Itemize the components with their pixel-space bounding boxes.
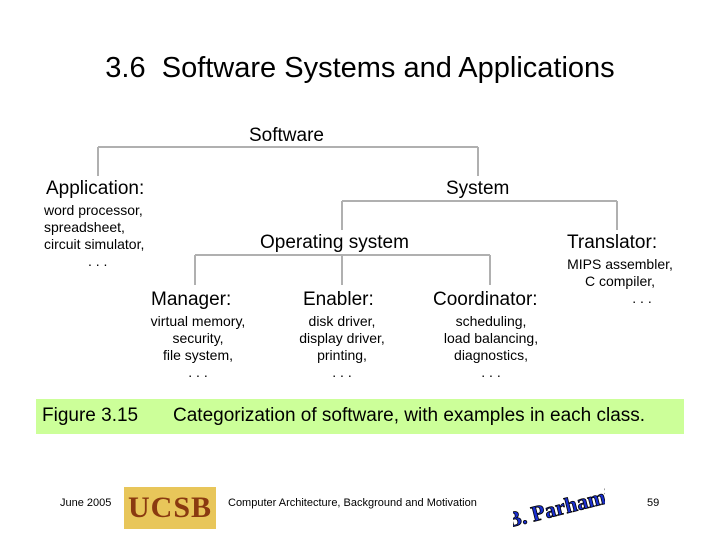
example-item: display driver, xyxy=(299,330,385,346)
example-item: . . . xyxy=(332,364,352,380)
example-item: load balancing, xyxy=(443,330,539,346)
example-item: disk driver, xyxy=(308,313,376,329)
footer-date: June 2005 xyxy=(60,497,112,509)
ucsb-logo: UCSB xyxy=(124,487,216,529)
node-manager-examples: virtual memory, security, file system, .… xyxy=(138,313,258,381)
page-number: 59 xyxy=(647,497,660,509)
example-item: . . . xyxy=(88,253,108,269)
figure-number: Figure 3.15 xyxy=(42,405,139,426)
node-translator-examples: MIPS assembler, C compiler, . . . xyxy=(552,256,688,307)
example-item: . . . xyxy=(481,364,501,380)
author-logo-text: B. Parhami xyxy=(513,487,605,529)
node-operating-system: Operating system xyxy=(260,232,409,253)
node-system: System xyxy=(446,178,510,199)
example-item: diagnostics, xyxy=(454,347,528,363)
slide-title: 3.6 Software Systems and Applications xyxy=(105,52,615,84)
node-enabler-examples: disk driver, display driver, printing, .… xyxy=(284,313,400,381)
example-item: word processor, xyxy=(44,202,143,218)
node-software: Software xyxy=(249,125,324,146)
figure-caption: Categorization of software, with example… xyxy=(173,405,646,426)
ucsb-logo-text: UCSB xyxy=(127,491,213,524)
node-translator-title: Translator: xyxy=(567,232,658,253)
tree-connectors xyxy=(97,146,618,285)
example-item: circuit simulator, xyxy=(44,236,145,252)
node-coordinator-examples: scheduling, load balancing, diagnostics,… xyxy=(430,313,552,381)
node-coordinator-title: Coordinator: xyxy=(433,289,538,310)
example-item: printing, xyxy=(317,347,367,363)
example-item: C compiler, xyxy=(584,273,656,289)
node-enabler-title: Enabler: xyxy=(303,289,374,310)
example-item: security, xyxy=(172,330,224,346)
example-item: spreadsheet, xyxy=(44,219,125,235)
example-item: virtual memory, xyxy=(150,313,246,329)
caption-bar xyxy=(36,399,684,434)
example-item: scheduling, xyxy=(455,313,527,329)
node-application-examples: word processor, spreadsheet, circuit sim… xyxy=(44,202,164,270)
example-item: file system, xyxy=(162,347,233,363)
example-item: . . . xyxy=(632,290,652,306)
node-manager-title: Manager: xyxy=(151,289,232,310)
example-item: MIPS assembler, xyxy=(567,256,673,272)
node-application-title: Application: xyxy=(46,178,145,199)
example-item: . . . xyxy=(188,364,208,380)
author-logo: B. Parhami xyxy=(513,487,605,529)
footer-course: Computer Architecture, Background and Mo… xyxy=(228,497,477,509)
